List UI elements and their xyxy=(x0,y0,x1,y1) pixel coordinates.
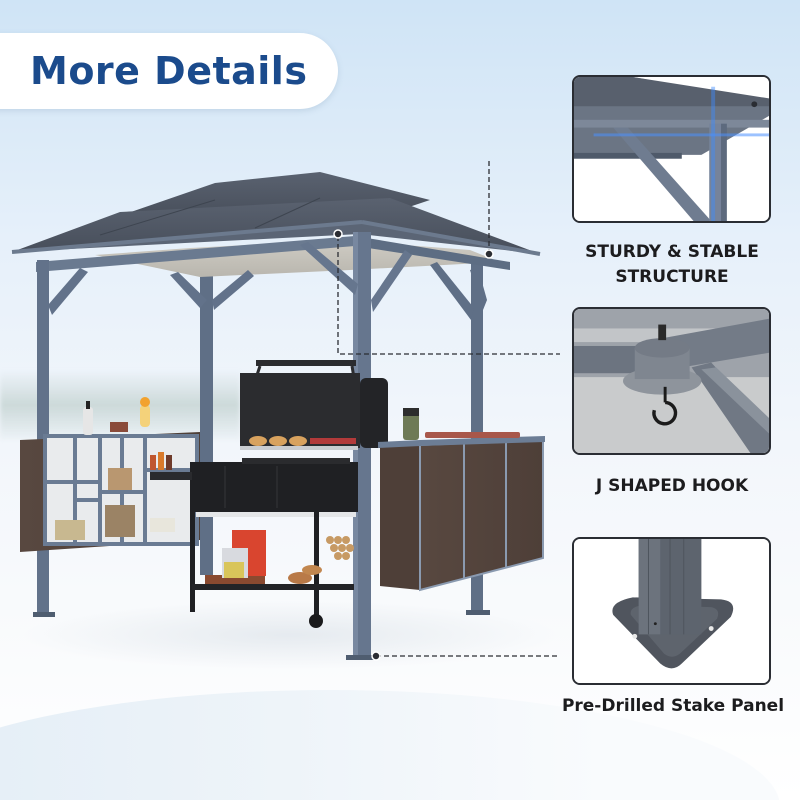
page-title: More Details xyxy=(30,49,308,93)
caption-line-1: STURDY & STABLE xyxy=(585,242,759,262)
feature-caption-stake-panel: Pre-Drilled Stake Panel xyxy=(561,696,785,716)
feature-caption-structure: STURDY & STABLE STRUCTURE xyxy=(566,240,778,290)
roof-bracket-icon xyxy=(574,77,769,221)
feature-card-hook xyxy=(572,307,771,455)
title-banner: More Details xyxy=(0,33,338,109)
caption-line-2: STRUCTURE xyxy=(615,267,729,287)
stake-panel-icon xyxy=(574,539,769,683)
feature-card-structure xyxy=(572,75,771,223)
feature-card-stake-panel xyxy=(572,537,771,685)
feature-caption-hook: J SHAPED HOOK xyxy=(595,476,749,496)
hook-icon xyxy=(574,309,769,453)
gazebo-illustration xyxy=(11,160,560,661)
